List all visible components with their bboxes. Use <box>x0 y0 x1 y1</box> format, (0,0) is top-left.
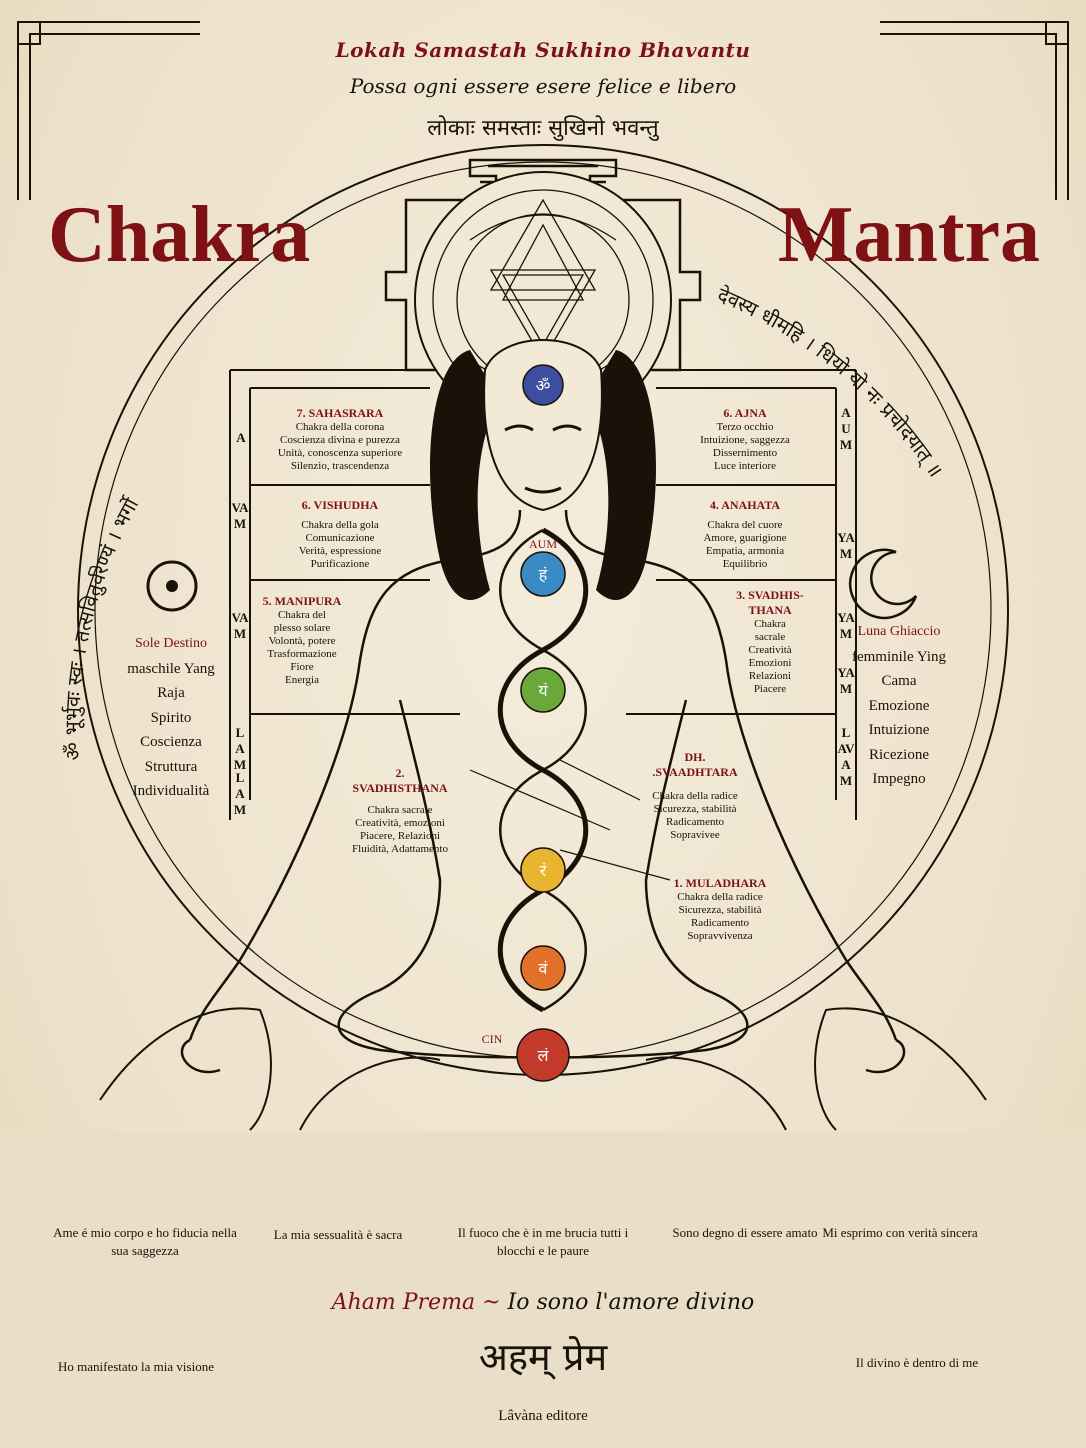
title-left: Chakra <box>48 191 311 279</box>
vertical-word-right-2: YAM <box>837 530 855 561</box>
svg-text:यं: यं <box>538 681 548 700</box>
label-muladhara: 1. MULADHARA Chakra della radice Sicurez… <box>673 876 767 942</box>
crown-chakra-icon <box>522 364 564 406</box>
vertical-word-left-3: VAM <box>231 610 249 641</box>
body-chakras: ॐ हं यं रं वं लं <box>516 364 570 1082</box>
svg-text:ॐ: ॐ <box>536 376 551 395</box>
solar-plexus-chakra-icon <box>520 847 566 893</box>
moon-list: Luna Ghiaccio femminile Ying Cama Emozio… <box>851 624 946 787</box>
section-ajna: 6. AJNA Terzo occhio Intuizione, saggezz… <box>700 406 790 472</box>
vertical-word-left-4: LAM <box>233 725 247 772</box>
moon-icon <box>849 548 918 620</box>
sun-list: Sole Destino maschile Yang Raja Spirito … <box>127 636 215 799</box>
root-chakra-icon <box>516 1028 570 1082</box>
vertical-word-left-5: LAM <box>233 770 247 817</box>
affirmation-anahata: Sono degno di essere amato <box>672 1225 818 1240</box>
section-manipura: 5. MANIPURA Chakra del plesso solare Vol… <box>262 594 342 686</box>
cin-label: CIN <box>481 1032 503 1046</box>
sacral-chakra-icon <box>520 945 566 991</box>
vertical-word-right-4: YAM <box>837 665 855 696</box>
label-svadhisthana: 2. SVADHISTHANA Chakra sacrale Creativit… <box>352 766 448 855</box>
vertical-word-right-1: AUM <box>839 405 853 452</box>
sun-icon <box>146 560 198 612</box>
affirmation-sahasrara: Il divino è dentro di me <box>855 1355 979 1370</box>
corner-ornaments <box>17 21 1069 200</box>
affirmation-muladhara: Ame é mio corpo e ho fiducia nella sua s… <box>53 1225 237 1258</box>
title-right: Mantra <box>777 191 1040 279</box>
section-anahata: 4. ANAHATA Chakra del cuore Amore, guari… <box>703 498 787 570</box>
pointer-lines <box>469 759 671 881</box>
header-mantra: Lokah Samastah Sukhino Bhavantu <box>335 38 751 62</box>
svg-text:लं: लं <box>538 1046 550 1065</box>
throat-chakra-icon <box>520 551 566 597</box>
affirmation-vishuddha: Mi esprimo con verità sincera <box>822 1225 978 1240</box>
section-sahasrara: 7. SAHASRARA Chakra della corona Coscien… <box>277 406 403 472</box>
lotus-base <box>99 1007 987 1131</box>
affirmation-manipura: Il fuoco che è in me brucia tutti i bloc… <box>457 1225 629 1258</box>
label-svaadhtara: DH. .SVAADHTARA Chakra della radice Sicu… <box>652 750 738 841</box>
header-italian: Possa ogni essere esere felice e libero <box>349 74 737 98</box>
hair-left <box>430 350 500 600</box>
affirmation-svadhisthana: La mia sessualità è sacra <box>273 1227 403 1242</box>
vertical-word-left-1: A <box>236 430 246 445</box>
affirmation-band <box>0 1132 1086 1448</box>
side-panels <box>229 369 857 820</box>
vertical-word-right-5: LAVAM <box>837 725 855 788</box>
svg-text:हं: हं <box>539 565 548 584</box>
header-devanagari: लोकाः समस्ताः सुखिनो भवन्तु <box>427 116 659 141</box>
closing-devanagari: अहम् प्रेम <box>478 1335 608 1379</box>
vertical-word-left-2: VAM <box>231 500 249 531</box>
vertical-word-right-3: YAM <box>837 610 855 641</box>
section-svadhisthana-right: 3. SVADHIS- THANA Chakra sacrale Creativ… <box>736 588 804 695</box>
heart-chakra-icon <box>520 667 566 713</box>
hair-right <box>586 350 656 600</box>
aum-label: AUM <box>528 537 557 551</box>
svg-text:वं: वं <box>539 959 549 978</box>
svg-text:रं: रं <box>540 861 547 880</box>
closing-mantra: Aham Prema ~ Io sono l'amore divino <box>331 1290 755 1315</box>
face <box>483 339 603 512</box>
section-vishudha: 6. VISHUDHA Chakra della gola Comunicazi… <box>298 498 382 570</box>
publisher: Lâvàna editore <box>498 1408 588 1424</box>
affirmation-ajna: Ho manifestato la mia visione <box>58 1359 214 1374</box>
